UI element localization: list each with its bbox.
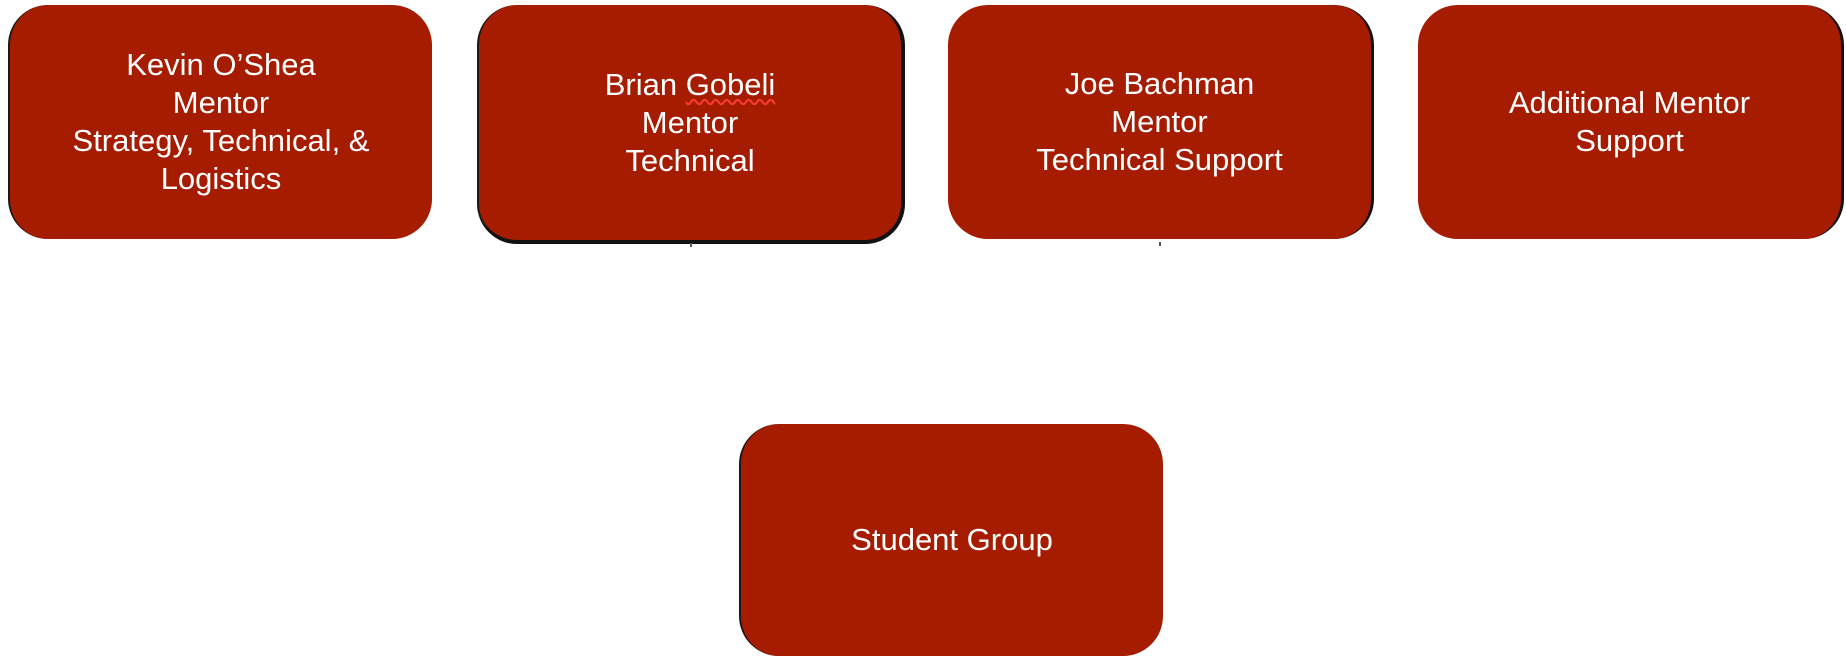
box-title: Additional Mentor bbox=[1508, 85, 1751, 120]
mentor-box-additional-support: Additional Mentor Support bbox=[1418, 5, 1844, 239]
box-focus: Technical Support bbox=[1036, 142, 1283, 177]
student-group-box: Student Group bbox=[739, 424, 1163, 656]
box-name-first: Brian bbox=[604, 66, 686, 102]
box-role: Mentor bbox=[641, 104, 739, 140]
connector-stub bbox=[1159, 242, 1161, 246]
mentor-box-joe-bachman: Joe Bachman Mentor Technical Support bbox=[948, 5, 1374, 239]
box-role: Mentor bbox=[1111, 104, 1208, 139]
box-name: Brian Gobeli bbox=[605, 66, 776, 104]
box-name: Kevin O’Shea bbox=[126, 47, 316, 82]
box-name-last: Gobeli bbox=[685, 66, 776, 102]
box-focus-continued: Logistics bbox=[160, 161, 282, 196]
connector-stub bbox=[690, 243, 692, 247]
mentor-box-brian-gobeli: Brian Gobeli Mentor Technical bbox=[477, 5, 905, 244]
box-focus: Strategy, Technical, & bbox=[72, 123, 370, 158]
box-title: Student Group bbox=[851, 522, 1053, 557]
mentor-box-kevin-oshea: Kevin O’Shea Mentor Strategy, Technical,… bbox=[8, 5, 432, 239]
box-role: Mentor bbox=[172, 85, 270, 120]
box-name: Joe Bachman bbox=[1064, 66, 1255, 101]
box-title-continued: Support bbox=[1575, 123, 1684, 158]
box-focus: Technical bbox=[625, 142, 755, 178]
